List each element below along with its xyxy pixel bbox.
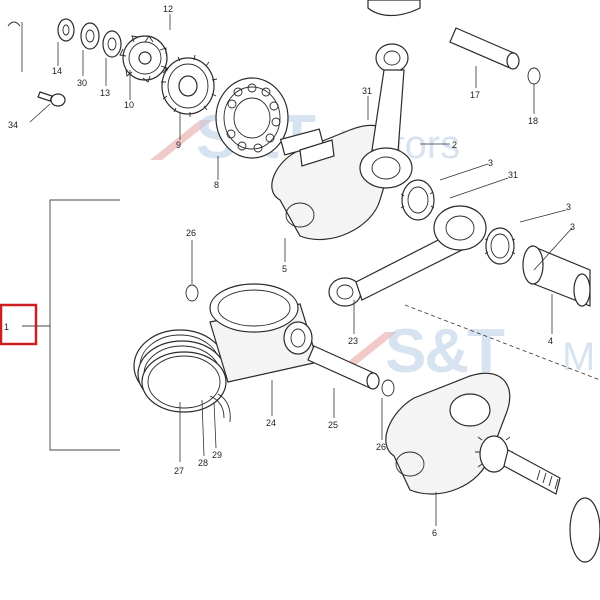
callout-34: 34 xyxy=(8,120,18,130)
callout-6: 6 xyxy=(432,528,437,538)
part-26-clip-upper xyxy=(185,284,199,302)
watermark-word-middle: M xyxy=(562,335,595,379)
part-26-clip-lower xyxy=(381,379,395,397)
part-partial-topleft xyxy=(7,21,21,27)
callout-9: 9 xyxy=(176,140,181,150)
callout-8: 8 xyxy=(214,180,219,190)
watermark-middle: S&T M xyxy=(335,317,595,386)
part-34-bolt xyxy=(37,91,66,107)
callout-26-upper: 26 xyxy=(186,228,196,238)
part-17-pin xyxy=(449,27,520,70)
part-13-washer xyxy=(102,30,122,58)
part-partial-top xyxy=(367,0,421,17)
part-31-conrod-upper xyxy=(359,43,413,189)
part-14-washer xyxy=(57,18,75,42)
callout-25: 25 xyxy=(328,420,338,430)
callout-31-upper: 31 xyxy=(362,86,372,96)
callout-12: 12 xyxy=(163,4,173,14)
highlight-box xyxy=(0,303,38,346)
part-29-ring xyxy=(217,393,231,423)
part-8-bearing xyxy=(215,77,289,159)
part-6-crank-half xyxy=(385,372,600,563)
callout-3-top: 3 xyxy=(488,158,493,168)
callout-31-lower: 31 xyxy=(508,170,518,180)
callout-29: 29 xyxy=(212,450,222,460)
callout-27: 27 xyxy=(174,466,184,476)
callout-13: 13 xyxy=(100,88,110,98)
callout-10: 10 xyxy=(124,100,134,110)
part-3-bearing-upper xyxy=(400,179,435,221)
callout-3-lower: 3 xyxy=(570,222,575,232)
callout-26-lower: 26 xyxy=(376,442,386,452)
callout-14: 14 xyxy=(52,66,62,76)
callout-1: 1 xyxy=(4,322,9,332)
part-27-ring-set xyxy=(133,329,227,413)
part-18-clip xyxy=(527,67,541,85)
callout-17: 17 xyxy=(470,90,480,100)
callout-30: 30 xyxy=(77,78,87,88)
callout-3-right: 3 xyxy=(566,202,571,212)
callout-23: 23 xyxy=(348,336,358,346)
part-12-gear xyxy=(119,35,168,83)
part-24-piston xyxy=(209,283,319,383)
callout-2: 2 xyxy=(452,140,457,150)
part-2-shaft xyxy=(299,139,335,167)
callout-28: 28 xyxy=(198,458,208,468)
callout-5: 5 xyxy=(282,264,287,274)
assembly-bracket xyxy=(49,199,120,451)
part-30-washer xyxy=(80,22,100,50)
part-28-ring xyxy=(209,395,225,419)
part-25-piston-pin xyxy=(307,345,380,390)
callout-24: 24 xyxy=(266,418,276,428)
part-9-sprocket xyxy=(161,54,218,117)
callout-4: 4 xyxy=(548,336,553,346)
part-3-bearing-lower xyxy=(484,227,516,265)
callout-18: 18 xyxy=(528,116,538,126)
part-23-conrod xyxy=(328,205,487,307)
part-4-crankpin xyxy=(522,245,591,307)
